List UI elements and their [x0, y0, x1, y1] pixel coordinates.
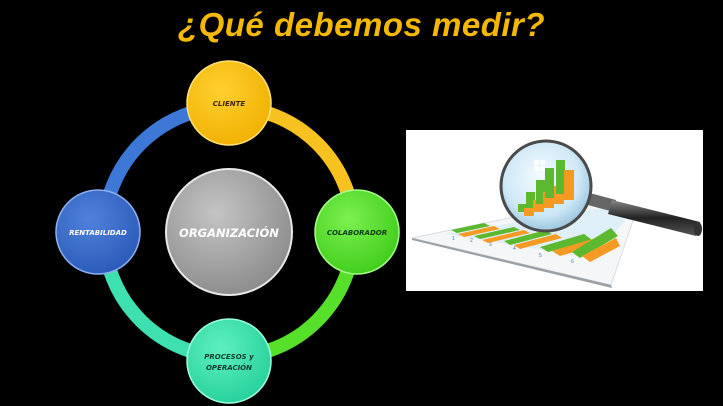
svg-text:6: 6 — [571, 259, 574, 265]
paper-bars — [451, 223, 620, 262]
chart-magnifier-illustration: 1 2 3 4 5 6 — [406, 130, 703, 291]
node-rentabilidad-label: RENTABILIDAD — [69, 229, 127, 237]
lens-bars — [518, 160, 574, 216]
svg-text:4: 4 — [513, 246, 516, 252]
node-colaborador-label: COLABORADOR — [327, 229, 387, 237]
node-rentabilidad: RENTABILIDAD — [55, 189, 141, 275]
node-procesos-operacion: PROCESOS y OPERACIÓN — [186, 318, 272, 404]
slide-title: ¿Qué debemos medir? — [177, 6, 546, 43]
node-procesos-label-line1: PROCESOS y — [204, 353, 254, 361]
svg-text:2: 2 — [470, 238, 473, 244]
center-node-organizacion: ORGANIZACIÓN — [165, 168, 293, 296]
paper-axis-labels: 1 2 3 4 5 6 — [452, 236, 574, 265]
svg-text:1: 1 — [452, 236, 455, 242]
magnifier-chart-image: 1 2 3 4 5 6 — [411, 139, 702, 288]
svg-text:3: 3 — [489, 242, 492, 248]
magnifier-handle — [584, 192, 702, 236]
magnifier-lens — [499, 139, 593, 233]
node-colaborador: COLABORADOR — [314, 189, 400, 275]
node-cliente-label: CLIENTE — [213, 100, 246, 108]
node-procesos-label-line2: OPERACIÓN — [206, 363, 252, 372]
center-label: ORGANIZACIÓN — [179, 225, 279, 240]
svg-text:5: 5 — [539, 253, 542, 259]
node-cliente: CLIENTE — [186, 60, 272, 146]
